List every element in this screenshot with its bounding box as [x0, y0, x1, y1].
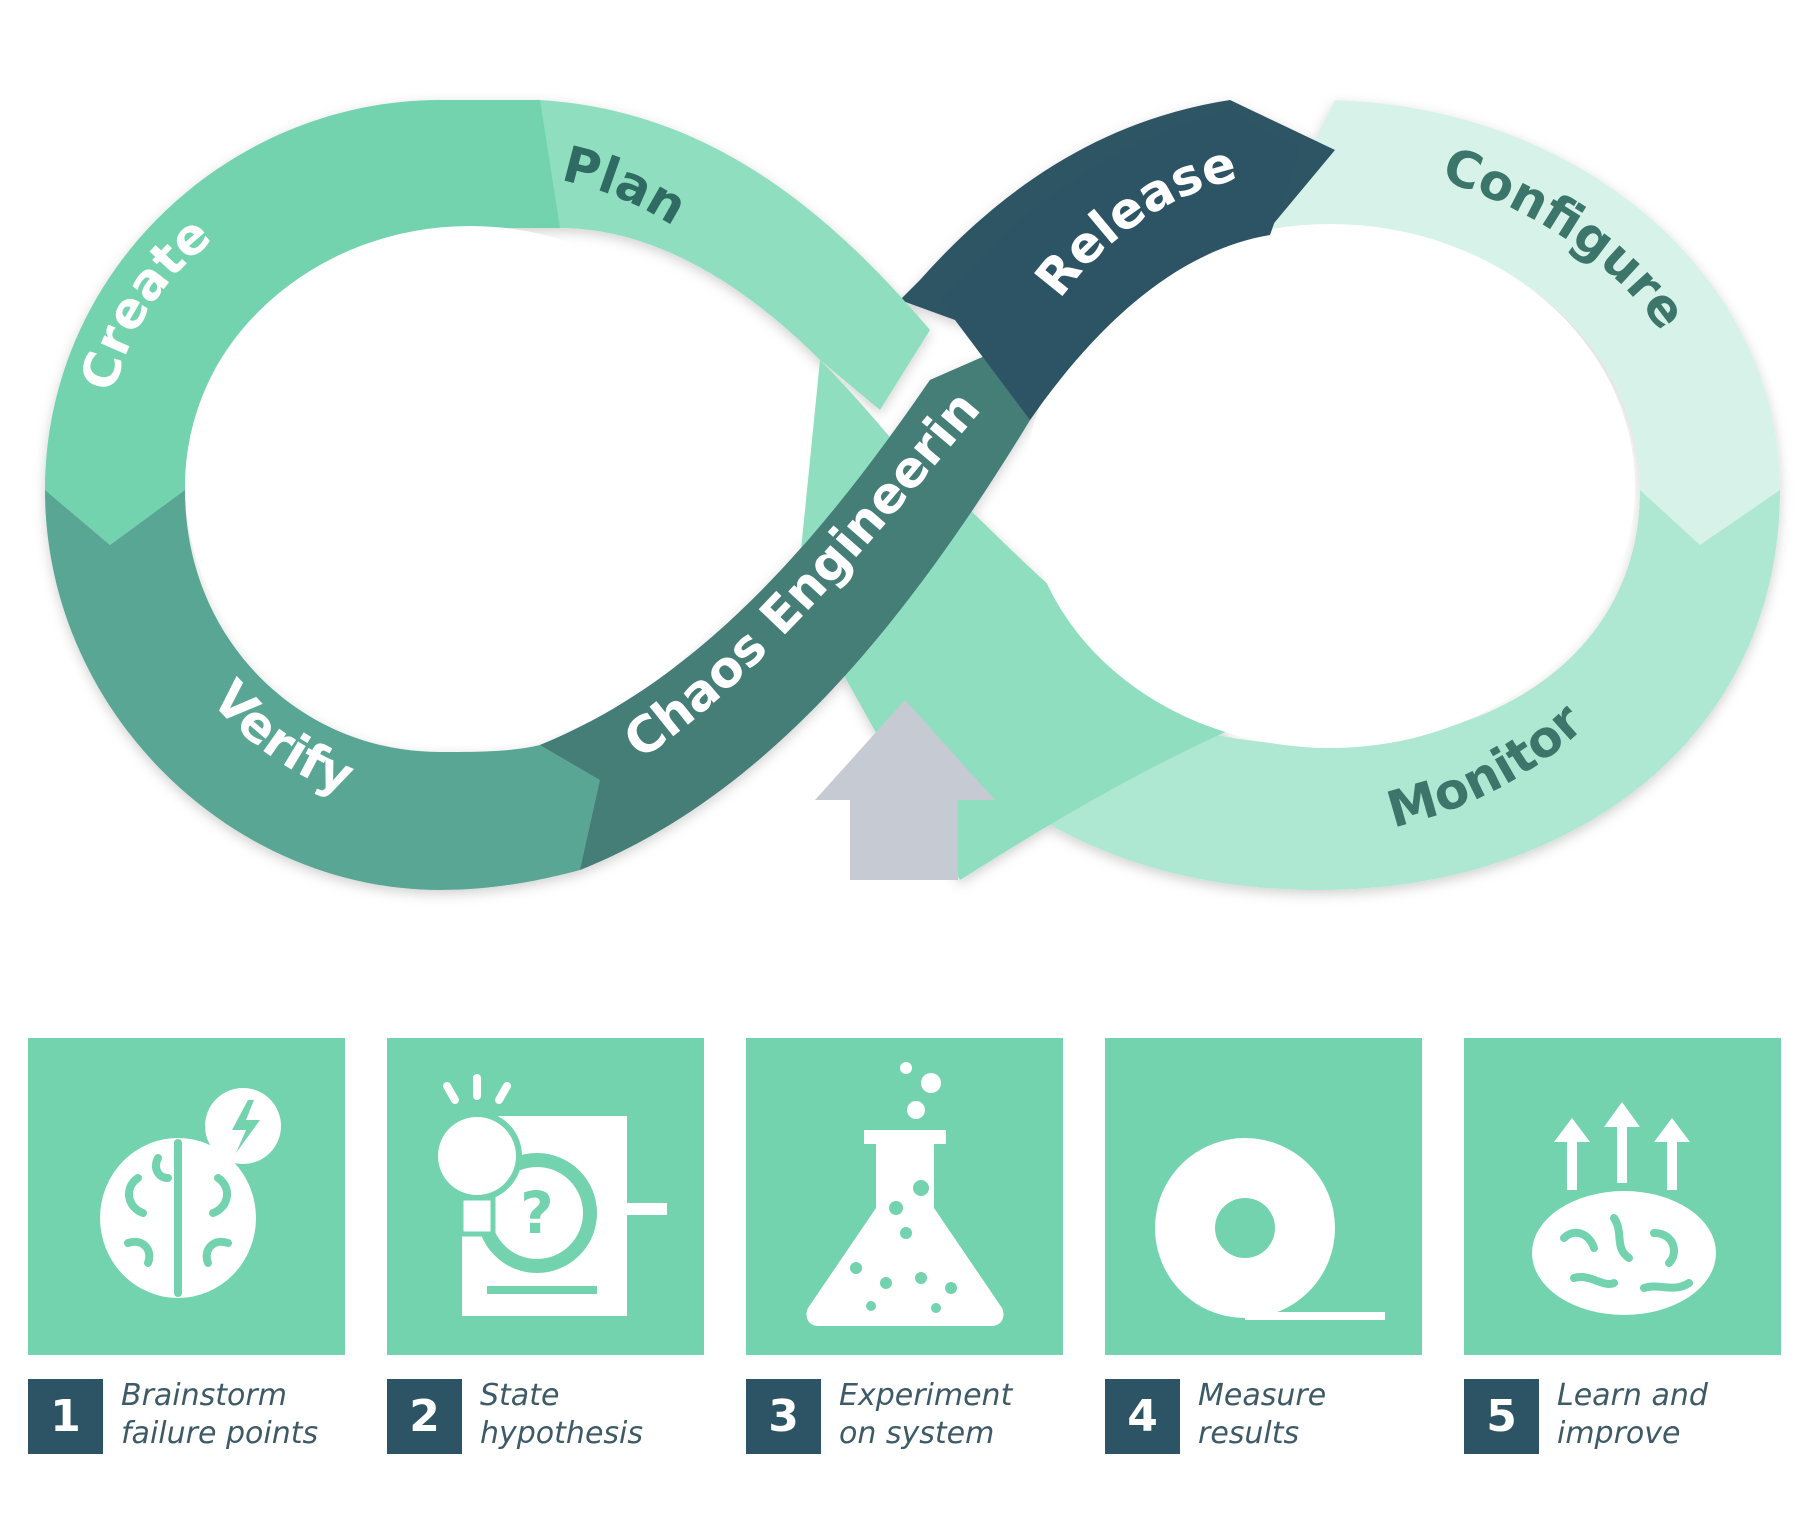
step-text-line2: hypothesis — [480, 1416, 643, 1451]
segment-plan[interactable] — [465, 100, 930, 410]
step-number: 2 — [387, 1379, 462, 1454]
segment-create[interactable] — [45, 100, 560, 545]
step-2: ? 2 State hypothesis — [387, 1038, 704, 1454]
step-caption: 1 Brainstorm failure points — [28, 1377, 388, 1459]
step-text-line2: on system — [839, 1416, 995, 1451]
step-text: Learn and improve — [1557, 1377, 1708, 1453]
segment-monitor[interactable] — [960, 490, 1780, 890]
step-text-line2: results — [1198, 1416, 1300, 1451]
step-tile — [1105, 1038, 1422, 1355]
segment-release-crossing — [940, 110, 1300, 420]
step-caption: 4 Measure results — [1105, 1377, 1465, 1459]
svg-text:?: ? — [520, 1179, 554, 1247]
step-number: 3 — [746, 1379, 821, 1454]
step-tile — [746, 1038, 1063, 1355]
flask-icon — [806, 1062, 1004, 1326]
step-text-line2: improve — [1557, 1416, 1681, 1451]
infinity-loop-diagram: Create Plan Release Configure Monitor Ch… — [45, 100, 1780, 890]
step-5: 5 Learn and improve — [1464, 1038, 1781, 1454]
tape-measure-icon — [1155, 1138, 1385, 1320]
step-text-line1: Learn and — [1557, 1378, 1708, 1413]
segment-chaos-crossing — [540, 345, 1030, 870]
step-text: Experiment on system — [839, 1377, 1012, 1453]
up-arrow-icon — [815, 700, 995, 880]
step-3: 3 Experiment on system — [746, 1038, 1063, 1454]
step-1: 1 Brainstorm failure points — [28, 1038, 345, 1454]
step-text: Measure results — [1198, 1377, 1326, 1453]
right-loop-hole — [1025, 224, 1635, 748]
step-caption: 2 State hypothesis — [387, 1377, 747, 1459]
step-text-line2: failure points — [121, 1416, 319, 1451]
step-tile — [1464, 1038, 1781, 1355]
steps-row: 1 Brainstorm failure points ? — [28, 1038, 1788, 1458]
step-text-line1: State — [480, 1378, 560, 1413]
step-caption: 5 Learn and improve — [1464, 1377, 1800, 1459]
segment-verify[interactable] — [45, 490, 600, 890]
step-number: 1 — [28, 1379, 103, 1454]
segment-configure[interactable] — [1270, 100, 1780, 545]
step-text-line1: Brainstorm — [121, 1378, 287, 1413]
step-text: State hypothesis — [480, 1377, 643, 1453]
step-caption: 3 Experiment on system — [746, 1377, 1106, 1459]
brain-lightning-icon — [100, 1088, 281, 1298]
step-text-line1: Experiment — [839, 1378, 1013, 1413]
left-loop-hole — [185, 226, 755, 746]
step-text: Brainstorm failure points — [121, 1377, 318, 1453]
step-4: 4 Measure results — [1105, 1038, 1422, 1454]
step-text-line1: Measure — [1198, 1378, 1327, 1413]
step-tile — [28, 1038, 345, 1355]
step-number: 5 — [1464, 1379, 1539, 1454]
lightbulb-question-icon: ? — [432, 1074, 667, 1316]
step-number: 4 — [1105, 1379, 1180, 1454]
brain-arrows-icon — [1532, 1102, 1716, 1315]
step-tile: ? — [387, 1038, 704, 1355]
